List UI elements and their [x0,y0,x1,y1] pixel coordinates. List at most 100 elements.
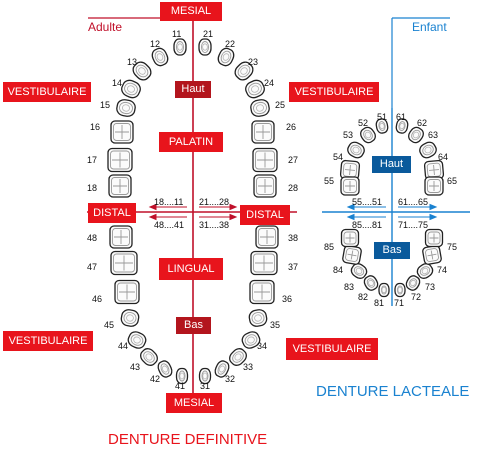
bas-label: Bas [176,317,211,334]
tooth-number-82: 82 [358,292,369,302]
tooth-13 [132,61,152,81]
tooth-38 [255,225,279,249]
tooth-number-12: 12 [150,39,161,49]
tooth-71 [394,282,406,298]
tooth-55 [340,176,360,196]
mesial-bottom-label: MESIAL [166,393,222,413]
tooth-number-81: 81 [374,298,385,308]
tooth-number-72: 72 [411,292,422,302]
tooth-83 [350,263,368,279]
tooth-number-22: 22 [225,39,236,49]
child-bas-label: Bas [374,242,410,259]
tooth-62 [408,126,424,144]
tooth-number-55: 55 [324,176,335,186]
tooth-number-41: 41 [175,381,186,391]
tooth-65 [424,176,444,196]
tooth-number-62: 62 [417,118,428,128]
tooth-number-84: 84 [333,265,344,275]
tooth-number-17: 17 [87,155,98,165]
range-upper-right-quadrant: 18....11 [154,197,184,207]
mesial-top-label: MESIAL [160,2,222,21]
tooth-44 [127,331,147,349]
tooth-23 [234,61,254,81]
adult-arrows [148,203,238,221]
tooth-number-21: 21 [203,29,214,39]
tooth-number-36: 36 [282,294,293,304]
tooth-73 [416,263,434,279]
tooth-number-34: 34 [257,341,268,351]
tooth-63 [419,141,437,159]
range-upper-left-quadrant: 21....28 [199,197,230,207]
tooth-26 [251,120,275,144]
vestibulaire-bottom-right-label: VESTIBULAIRE [286,338,378,360]
tooth-32 [214,360,230,378]
tooth-number-43: 43 [130,362,141,372]
child-range-lower-right: 85....81 [352,220,383,230]
vestibulaire-top-left-label: VESTIBULAIRE [3,82,91,102]
tooth-43 [140,348,158,366]
tooth-number-73: 73 [425,282,436,292]
tooth-number-48: 48 [87,233,98,243]
tooth-number-52: 52 [358,118,369,128]
tooth-72 [405,275,421,291]
tooth-number-54: 54 [333,152,344,162]
tooth-11 [173,38,187,56]
child-range-lower-left: 71....75 [398,220,429,230]
tooth-number-63: 63 [428,130,439,140]
lingual-label: LINGUAL [159,258,223,280]
distal-right-label: DISTAL [240,205,290,225]
tooth-35 [248,309,268,327]
tooth-37 [250,250,278,276]
tooth-number-18: 18 [87,183,98,193]
tooth-number-85: 85 [324,242,335,252]
tooth-28 [253,174,277,198]
tooth-number-35: 35 [270,320,281,330]
tooth-22 [217,47,235,67]
tooth-number-45: 45 [104,320,115,330]
tooth-25 [250,99,270,117]
haut-label: Haut [175,81,211,98]
tooth-52 [360,126,376,144]
tooth-41 [175,367,189,385]
palatin-label: PALATIN [159,132,223,152]
vestibulaire-bottom-left-label: VESTIBULAIRE [3,331,93,351]
tooth-number-37: 37 [288,262,299,272]
child-header: Enfant [412,20,447,34]
child-teeth-group [339,118,445,298]
tooth-number-13: 13 [127,57,138,67]
tooth-number-83: 83 [344,282,355,292]
tooth-53 [347,141,365,159]
child-haut-label: Haut [372,156,411,173]
tooth-21 [198,38,212,56]
tooth-number-65: 65 [447,176,458,186]
tooth-48 [109,225,133,249]
child-range-upper-left: 61....65 [398,197,429,207]
tooth-34 [241,331,261,349]
tooth-17 [107,147,133,173]
tooth-14 [121,79,141,99]
tooth-12 [151,47,169,67]
tooth-51 [375,118,389,134]
tooth-number-24: 24 [264,78,275,88]
adult-title: DENTURE DEFINITIVE [108,431,268,448]
tooth-64 [423,159,445,181]
tooth-85 [340,228,360,248]
tooth-42 [157,360,173,378]
tooth-15 [116,99,136,117]
tooth-number-14: 14 [112,78,123,88]
adult-teeth-group [107,38,279,385]
tooth-number-26: 26 [286,122,297,132]
tooth-16 [110,120,134,144]
tooth-number-64: 64 [438,152,449,162]
range-lower-right-quadrant: 48....41 [154,220,185,230]
vestibulaire-top-right-label: VESTIBULAIRE [289,82,379,102]
tooth-18 [108,174,132,198]
tooth-number-44: 44 [118,341,129,351]
tooth-number-47: 47 [87,262,98,272]
tooth-number-31: 31 [200,381,211,391]
adult-header: Adulte [88,20,123,34]
tooth-number-51: 51 [377,112,388,122]
tooth-24 [245,79,265,99]
